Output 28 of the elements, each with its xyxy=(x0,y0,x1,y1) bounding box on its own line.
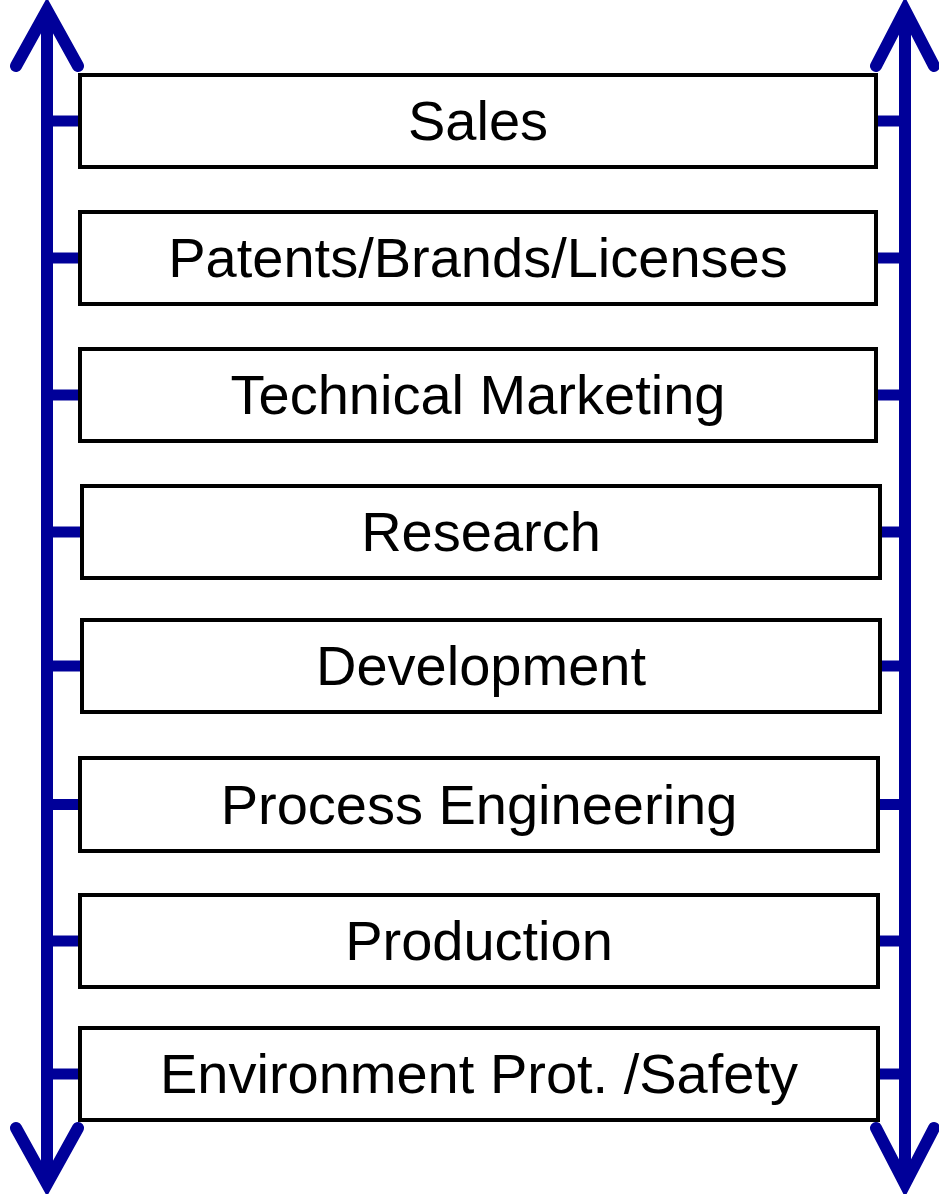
connector-tick xyxy=(53,799,78,810)
label-box xyxy=(78,1026,880,1122)
connector-tick xyxy=(53,115,78,127)
connector-tick xyxy=(53,660,80,672)
connector-tick xyxy=(880,799,899,810)
label-box xyxy=(78,347,878,443)
connector-tick xyxy=(53,935,78,947)
label-box xyxy=(78,210,878,306)
connector-tick xyxy=(878,115,899,127)
connector-tick xyxy=(53,389,78,401)
label-box xyxy=(80,484,882,580)
connector-tick xyxy=(882,526,899,538)
box-label: Sales xyxy=(407,93,549,149)
connector-tick xyxy=(53,526,80,538)
box-label: Production xyxy=(345,913,613,969)
label-box xyxy=(78,756,880,853)
connector-tick xyxy=(882,660,899,672)
label-box xyxy=(78,73,878,169)
label-box xyxy=(80,618,882,714)
connector-tick xyxy=(53,1068,78,1080)
box-label: Research xyxy=(361,504,601,560)
connector-tick xyxy=(878,389,899,401)
connector-tick xyxy=(880,935,899,947)
connector-tick xyxy=(878,252,899,264)
connector-tick xyxy=(880,1068,899,1080)
box-label: Patents/Brands/Licenses xyxy=(168,230,788,286)
label-box xyxy=(78,893,880,989)
connector-tick xyxy=(53,252,78,264)
